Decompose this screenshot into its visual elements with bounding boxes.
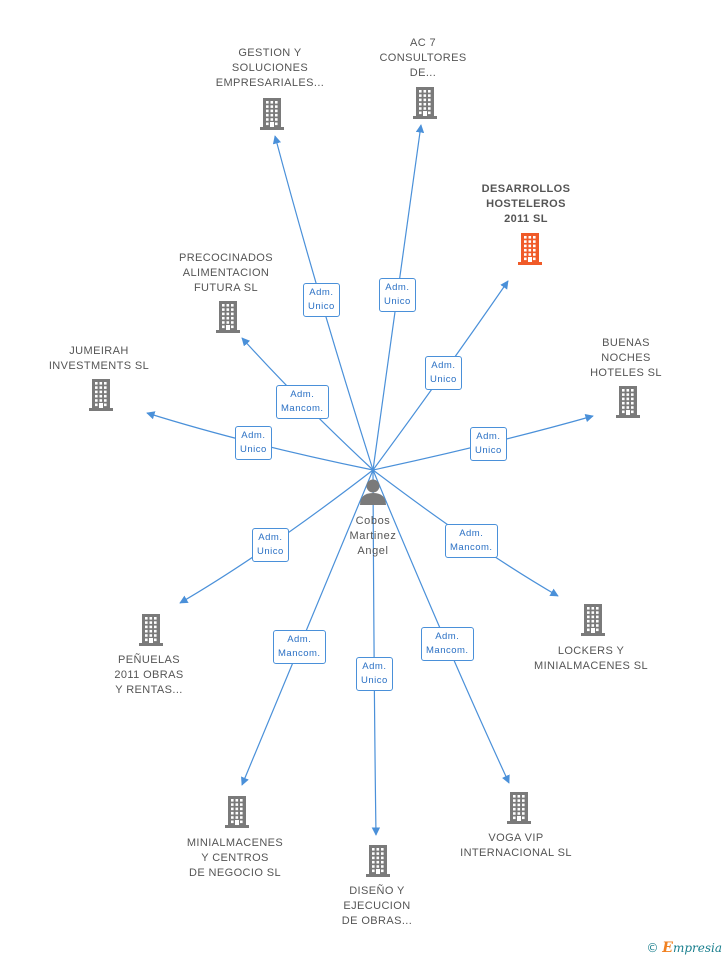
node-label-line: GESTION Y — [238, 47, 302, 59]
node-label-diseno[interactable]: DISEÑO Y EJECUCION DE OBRAS... — [302, 884, 452, 929]
node-label-line: PRECOCINADOS — [178, 252, 274, 264]
building-icon[interactable] — [581, 604, 605, 636]
node-label-line: CONSULTORES — [379, 52, 467, 64]
edge-label-line: Adm. — [385, 282, 410, 293]
node-label-minialmacenes[interactable]: MINIALMACENES Y CENTROS DE NEGOCIO SL — [160, 836, 310, 881]
node-label-line: PEÑUELAS — [118, 654, 180, 666]
node-label-line: AC 7 — [409, 37, 437, 49]
icons-layer — [89, 87, 640, 877]
building-icon[interactable] — [89, 379, 113, 411]
node-label-precocinados[interactable]: PRECOCINADOS ALIMENTACION FUTURA SL — [151, 251, 301, 296]
node-label-line: EMPRESARIALES... — [215, 77, 325, 89]
building-icon[interactable] — [518, 233, 542, 265]
node-label-line: NOCHES — [601, 352, 651, 364]
node-label-line: 2011 OBRAS — [114, 669, 184, 681]
building-icon[interactable] — [507, 792, 531, 824]
edge-label-line: Adm. — [476, 431, 501, 442]
node-label-line: LOCKERS Y — [557, 645, 625, 657]
center-name-line: Cobos — [355, 515, 391, 527]
brand-logo-initial: E — [662, 940, 673, 956]
brand-logo-text: mpresia — [672, 941, 722, 955]
node-label-line: INVESTMENTS SL — [48, 360, 150, 372]
edge-label-diseno[interactable]: Adm. Unico — [356, 657, 393, 691]
edge-label-jumeirah[interactable]: Adm. Unico — [235, 426, 272, 460]
node-label-line: MINIALMACENES SL — [534, 660, 648, 672]
node-label-line: DESARROLLOS — [481, 183, 571, 195]
node-label-line: DE OBRAS... — [341, 915, 413, 927]
node-label-line: 2011 SL — [504, 213, 548, 225]
edge-label-minialmacenes[interactable]: Adm. Mancom. — [273, 630, 326, 664]
node-label-line: JUMEIRAH — [69, 345, 129, 357]
edge-label-line: Adm. — [362, 661, 387, 672]
edge-label-line: Unico — [361, 675, 388, 686]
node-label-line: ALIMENTACION — [182, 267, 270, 279]
node-label-line: BUENAS — [602, 337, 650, 349]
copyright-symbol: © — [646, 941, 659, 955]
building-icon[interactable] — [216, 301, 240, 333]
building-icon[interactable] — [413, 87, 437, 119]
edge-label-ac7[interactable]: Adm. Unico — [379, 278, 416, 312]
edge-label-line: Mancom. — [426, 645, 469, 656]
edge-label-line: Adm. — [287, 634, 312, 645]
node-label-line: Y RENTAS... — [115, 684, 183, 696]
node-label-line: MINIALMACENES — [186, 837, 284, 849]
edge-label-line: Unico — [257, 546, 284, 557]
edge-label-line: Unico — [240, 444, 267, 455]
edge-label-voga[interactable]: Adm. Mancom. — [421, 627, 474, 661]
node-label-line: INTERNACIONAL SL — [460, 847, 572, 859]
edge-label-gestion[interactable]: Adm. Unico — [303, 283, 340, 317]
edge-label-line: Unico — [475, 445, 502, 456]
node-label-line: VOGA VIP — [488, 832, 544, 844]
edge-label-line: Adm. — [290, 389, 315, 400]
building-icon[interactable] — [616, 386, 640, 418]
footer-brand[interactable]: © Empresia — [646, 940, 722, 956]
edge-label-line: Unico — [308, 301, 335, 312]
node-label-line: FUTURA SL — [193, 282, 259, 294]
node-label-line: HOSTELEROS — [486, 198, 566, 210]
edge-label-line: Adm. — [309, 287, 334, 298]
building-icon[interactable] — [225, 796, 249, 828]
node-label-line: HOTELES SL — [590, 367, 662, 379]
edge-label-lockers[interactable]: Adm. Mancom. — [445, 524, 498, 558]
node-label-desarrollos[interactable]: DESARROLLOS HOSTELEROS 2011 SL — [451, 182, 601, 227]
edge-label-line: Unico — [384, 296, 411, 307]
edge-label-line: Mancom. — [281, 403, 324, 414]
center-name-line: Angel — [357, 545, 389, 557]
edge-label-line: Adm. — [258, 532, 283, 543]
building-icon[interactable] — [260, 98, 284, 130]
node-label-ac7[interactable]: AC 7 CONSULTORES DE... — [348, 36, 498, 81]
node-label-line: EJECUCION — [343, 900, 411, 912]
node-label-buenas[interactable]: BUENAS NOCHES HOTELES SL — [551, 336, 701, 381]
edges-layer — [146, 124, 594, 836]
node-label-penuelas[interactable]: PEÑUELAS 2011 OBRAS Y RENTAS... — [74, 653, 224, 698]
building-icon[interactable] — [366, 845, 390, 877]
edge-label-line: Adm. — [435, 631, 460, 642]
node-label-line: Y CENTROS — [201, 852, 269, 864]
center-name-line: Martinez — [349, 530, 397, 542]
edge-label-line: Adm. — [241, 430, 266, 441]
edge-label-line: Mancom. — [450, 542, 493, 553]
node-label-jumeirah[interactable]: JUMEIRAH INVESTMENTS SL — [24, 344, 174, 374]
node-label-line: DE NEGOCIO SL — [189, 867, 281, 879]
edge-label-penuelas[interactable]: Adm. Unico — [252, 528, 289, 562]
edge-label-desarrollos[interactable]: Adm. Unico — [425, 356, 462, 390]
edge-label-line: Mancom. — [278, 648, 321, 659]
edge-label-precocinados[interactable]: Adm. Mancom. — [276, 385, 329, 419]
edge-label-buenas[interactable]: Adm. Unico — [470, 427, 507, 461]
node-label-lockers[interactable]: LOCKERS Y MINIALMACENES SL — [516, 644, 666, 674]
edge-label-line: Adm. — [459, 528, 484, 539]
node-label-voga[interactable]: VOGA VIP INTERNACIONAL SL — [441, 831, 591, 861]
person-icon[interactable] — [360, 479, 386, 506]
node-label-gestion[interactable]: GESTION Y SOLUCIONES EMPRESARIALES... — [195, 46, 345, 91]
building-icon[interactable] — [139, 614, 163, 646]
node-label-line: DISEÑO Y — [349, 885, 405, 897]
node-label-line: SOLUCIONES — [231, 62, 309, 74]
node-label-line: DE... — [409, 67, 437, 79]
edge-label-line: Unico — [430, 374, 457, 385]
edge-label-line: Adm. — [431, 360, 456, 371]
